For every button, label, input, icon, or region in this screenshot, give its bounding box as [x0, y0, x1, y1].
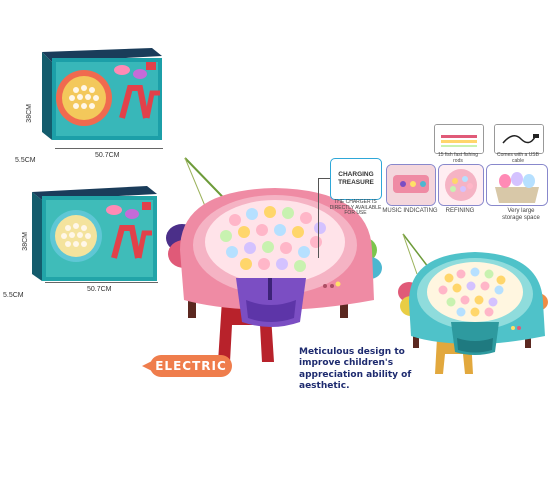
- charging-treasure-label: CHARGING TREASURE: [338, 171, 374, 186]
- accessory-caption-rods: 15 fish fast fishing rods: [437, 152, 479, 164]
- box1-width-line: [55, 148, 163, 149]
- charger-note: THE CHARGER IS DIRECTLY AVAILABLE FOR US…: [329, 199, 382, 216]
- box1-width-label: 50.7CM: [95, 152, 120, 159]
- box2-width-line: [45, 282, 158, 283]
- box2-height-label: 38CM: [22, 232, 29, 251]
- accessory-thumb-rods: [434, 124, 484, 154]
- blue-fishing-table-illustration: [398, 233, 548, 374]
- feature-thumb-music: [386, 164, 436, 206]
- storage-illustration: [487, 165, 547, 205]
- product-box-2: [32, 186, 157, 281]
- charge-callout-line-h: [318, 178, 330, 179]
- feature-caption-refining: REFINING: [445, 208, 475, 214]
- electric-tag-label: ELECTRIC: [155, 359, 227, 373]
- feature-thumb-storage: [486, 164, 548, 206]
- box2-depth-label: 5.5CM: [3, 292, 24, 299]
- accessory-caption-usb: Comes with a USB cable: [497, 152, 539, 164]
- refining-illustration: [439, 165, 483, 205]
- blue-fishing-table: [395, 228, 550, 378]
- box2-width-label: 50.7CM: [87, 286, 112, 293]
- product-box-1-illustration: [42, 48, 162, 140]
- accessory-thumb-usb: [494, 124, 544, 154]
- fishing-rods-illustration: [435, 125, 483, 153]
- box1-height-label: 38CM: [26, 104, 33, 123]
- charging-treasure-badge: CHARGING TREASURE: [330, 158, 382, 200]
- pink-fishing-table: [160, 150, 390, 375]
- feature-caption-storage: Very large storage space: [502, 208, 540, 221]
- charge-callout-line: [318, 178, 319, 258]
- electric-tag: ELECTRIC: [150, 355, 232, 377]
- pink-fishing-table-illustration: [166, 157, 382, 362]
- product-box-1: [42, 48, 162, 140]
- box1-depth-label: 5.5CM: [15, 157, 36, 164]
- music-panel-illustration: [387, 165, 435, 205]
- feature-thumb-refining: [438, 164, 484, 206]
- feature-caption-music: MUSIC INDICATING: [382, 208, 438, 214]
- slogan-text: Meticulous design to improve children's …: [299, 347, 412, 391]
- product-box-2-illustration: [32, 186, 157, 281]
- usb-cable-illustration: [495, 125, 543, 153]
